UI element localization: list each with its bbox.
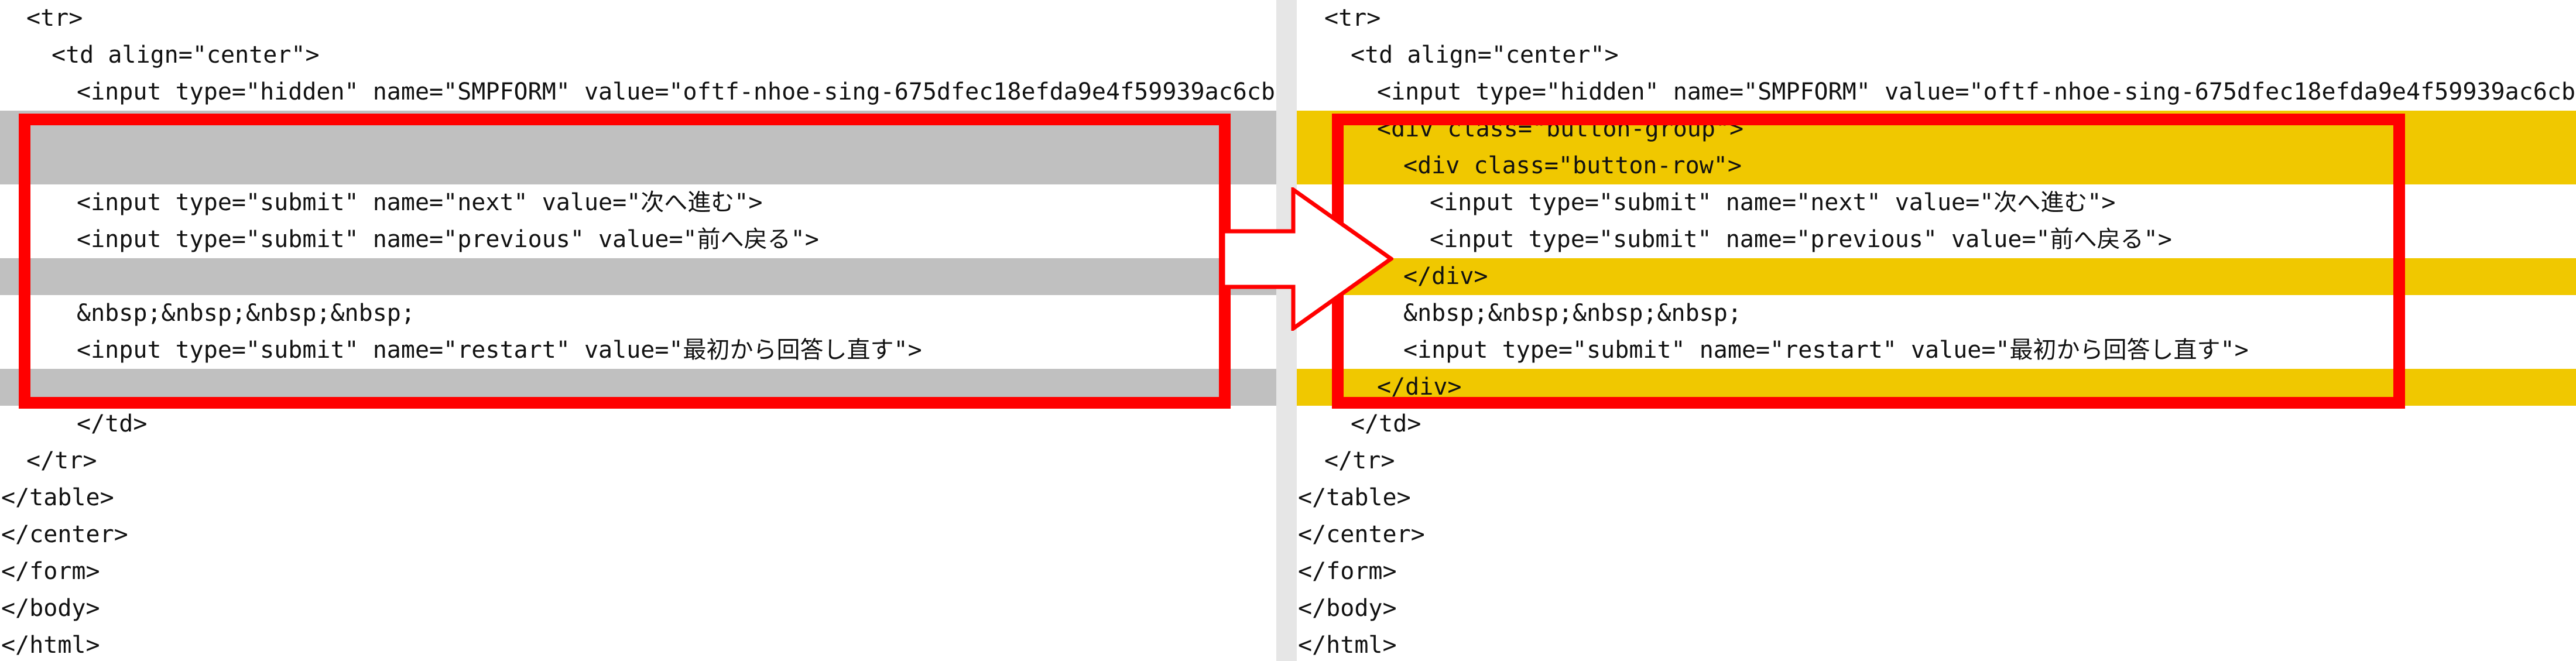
code-text: &nbsp;&nbsp;&nbsp;&nbsp; (77, 300, 415, 327)
code-line: </html> (1297, 627, 2576, 661)
code-line: </table> (0, 480, 1276, 516)
code-text: </center> (1298, 521, 1425, 548)
code-text: <input type="submit" name="next" value="… (1430, 189, 2116, 216)
code-line: <input type="submit" name="previous" val… (1297, 221, 2576, 258)
code-line: <input type="hidden" name="SMPFORM" valu… (1297, 74, 2576, 111)
code-line: <input type="submit" name="next" value="… (0, 184, 1276, 221)
code-text: </table> (1, 484, 114, 511)
left-code-pane: <tr> <td align="center"> <input type="hidd… (0, 0, 1276, 661)
code-text: </form> (1298, 558, 1397, 585)
code-line: &nbsp;&nbsp;&nbsp;&nbsp; (1297, 295, 2576, 332)
code-text: <td align="center"> (52, 42, 320, 69)
code-line: <input type="submit" name="next" value="… (1297, 184, 2576, 221)
code-text: </td> (77, 410, 148, 437)
code-text: </tr> (26, 447, 97, 474)
code-line: <tr> (1297, 0, 2576, 37)
removed-code-line (0, 369, 1276, 406)
added-code-line: <div class="button-row"> (1297, 148, 2576, 184)
code-text: </tr> (1324, 447, 1395, 474)
code-line: <td align="center"> (0, 37, 1276, 74)
code-line: </form> (1297, 553, 2576, 590)
code-text: <div class="button-group"> (1377, 115, 1744, 142)
code-text: <input type="submit" name="restart" valu… (77, 337, 922, 364)
code-text: </form> (1, 558, 100, 585)
code-line: &nbsp;&nbsp;&nbsp;&nbsp; (0, 295, 1276, 332)
code-text: </div> (1377, 374, 1462, 400)
code-text: </html> (1, 632, 100, 659)
code-line: </html> (0, 627, 1276, 661)
code-text: <input type="submit" name="restart" valu… (1403, 337, 2249, 364)
added-code-line: </div> (1297, 258, 2576, 295)
code-line: </body> (0, 590, 1276, 627)
code-text: </html> (1298, 632, 1397, 659)
added-code-line: </div> (1297, 369, 2576, 406)
code-line: </td> (1297, 406, 2576, 443)
code-line: </td> (0, 406, 1276, 443)
code-line: </center> (1297, 516, 2576, 553)
code-text: &nbsp;&nbsp;&nbsp;&nbsp; (1403, 300, 1742, 327)
code-line: </body> (1297, 590, 2576, 627)
code-line: </form> (0, 553, 1276, 590)
right-arrow-icon (1221, 187, 1393, 331)
code-text: <input type="hidden" name="SMPFORM" valu… (1377, 78, 2576, 105)
code-line: <input type="submit" name="previous" val… (0, 221, 1276, 258)
code-line: </tr> (1297, 443, 2576, 480)
code-text: <div class="button-row"> (1403, 152, 1742, 179)
code-text: </body> (1298, 595, 1397, 622)
code-text: <td align="center"> (1351, 42, 1619, 69)
code-text: <tr> (1324, 5, 1381, 32)
removed-code-line (0, 148, 1276, 184)
code-line: </tr> (0, 443, 1276, 480)
code-text: </div> (1403, 263, 1488, 290)
code-line: <input type="hidden" name="SMPFORM" valu… (0, 74, 1276, 111)
added-code-line: <div class="button-group"> (1297, 111, 2576, 148)
code-text: <input type="submit" name="next" value="… (77, 189, 763, 216)
removed-code-line (0, 111, 1276, 148)
code-text: <input type="submit" name="previous" val… (77, 226, 819, 253)
code-text: <input type="hidden" name="SMPFORM" valu… (77, 78, 1276, 105)
code-line: <input type="submit" name="restart" valu… (0, 332, 1276, 369)
code-text: </table> (1298, 484, 1411, 511)
right-code-pane: <tr> <td align="center"> <input type="hidd… (1297, 0, 2576, 661)
code-text: </center> (1, 521, 128, 548)
removed-code-line (0, 258, 1276, 295)
code-line: </table> (1297, 480, 2576, 516)
code-line: <input type="submit" name="restart" valu… (1297, 332, 2576, 369)
code-line: <td align="center"> (1297, 37, 2576, 74)
code-line: <tr> (0, 0, 1276, 37)
code-text: <tr> (26, 5, 83, 32)
code-text: </body> (1, 595, 100, 622)
code-line: </center> (0, 516, 1276, 553)
code-text: <input type="submit" name="previous" val… (1430, 226, 2172, 253)
code-text: </td> (1351, 410, 1421, 437)
